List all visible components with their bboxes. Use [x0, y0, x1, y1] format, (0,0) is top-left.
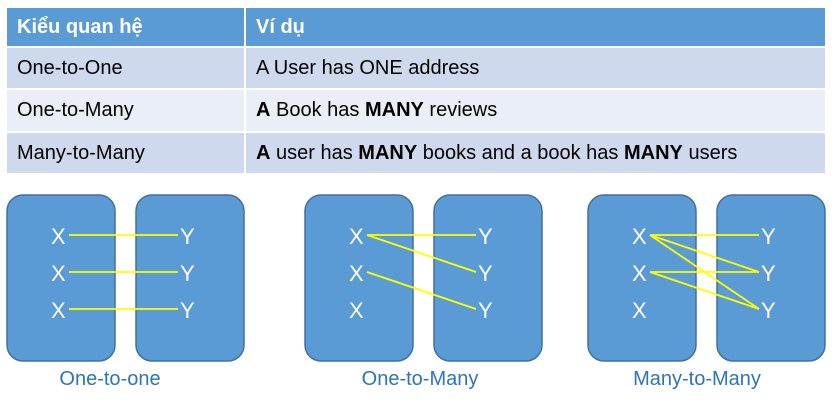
- right-node: Y: [180, 224, 195, 249]
- example-text: reviews: [423, 99, 498, 121]
- example-bold-text: MANY: [624, 141, 683, 164]
- example-text: A User has ONE address: [256, 56, 480, 79]
- right-entity-box: [135, 194, 245, 362]
- left-entity-box: [304, 194, 414, 362]
- header-example: Ví dụ: [245, 8, 825, 48]
- right-node: Y: [478, 298, 493, 323]
- left-node: X: [349, 261, 364, 286]
- left-node: X: [632, 224, 647, 249]
- example-text: users: [682, 141, 738, 164]
- right-node: Y: [478, 224, 493, 249]
- header-relationship-type: Kiểu quan hệ: [7, 8, 246, 48]
- right-entity-box: [716, 194, 826, 362]
- example-bold-text: A: [256, 99, 271, 121]
- table-row: One-to-One A User has ONE address: [7, 47, 825, 90]
- left-node: X: [51, 261, 66, 286]
- relationship-type-cell: One-to-One: [7, 47, 246, 90]
- relationship-table: Kiểu quan hệ Ví dụ One-to-One A User has…: [7, 8, 825, 175]
- relation-link: [366, 271, 477, 310]
- relation-link: [366, 234, 477, 273]
- relation-link: [649, 271, 760, 310]
- example-bold-text: MANY: [364, 99, 424, 121]
- left-node: X: [349, 298, 364, 323]
- example-cell: A Book has MANY reviews: [245, 89, 825, 133]
- table-header-row: Kiểu quan hệ Ví dụ: [7, 8, 825, 48]
- right-entity-box: [433, 194, 543, 362]
- right-node: Y: [761, 298, 776, 323]
- relationship-type-cell: Many-to-Many: [7, 132, 246, 175]
- example-bold-text: MANY: [358, 141, 418, 164]
- left-node: X: [51, 298, 66, 323]
- table-row: One-to-Many A Book has MANY reviews: [7, 89, 825, 133]
- left-node: X: [51, 224, 66, 249]
- example-text: books and a book has: [417, 141, 624, 164]
- example-bold-text: A: [256, 141, 271, 164]
- table-row: Many-to-Many A user has MANY books and a…: [7, 132, 825, 175]
- caption-one-to-one: One-to-one: [59, 368, 161, 390]
- example-text: user has: [270, 141, 359, 164]
- left-node: X: [632, 298, 647, 323]
- left-node: X: [632, 261, 647, 286]
- caption-many-to-many: Many-to-Many: [633, 368, 761, 390]
- relationship-type-cell: One-to-Many: [7, 89, 246, 133]
- caption-one-to-many: One-to-Many: [361, 368, 479, 390]
- example-cell: A user has MANY books and a book has MAN…: [245, 132, 825, 175]
- right-node: Y: [180, 298, 195, 323]
- left-entity-box: [6, 194, 116, 362]
- left-node: X: [349, 224, 364, 249]
- left-entity-box: [587, 194, 697, 362]
- example-cell: A User has ONE address: [245, 47, 825, 90]
- right-node: Y: [761, 224, 776, 249]
- right-node: Y: [478, 261, 493, 286]
- example-text: Book has: [270, 99, 365, 121]
- relation-link: [649, 234, 760, 273]
- right-node: Y: [180, 261, 195, 286]
- right-node: Y: [761, 261, 776, 286]
